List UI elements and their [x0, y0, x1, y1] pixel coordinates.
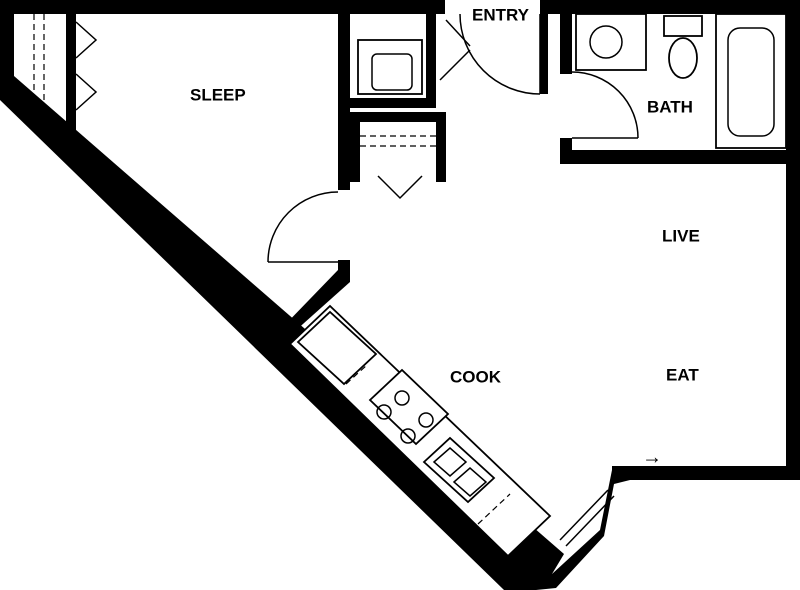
bath-fixtures: [575, 13, 787, 149]
entry-closet: [357, 39, 423, 95]
sleep-label: SLEEP: [190, 85, 246, 104]
closet-door: [439, 19, 471, 81]
closet-bifold-doors: [33, 14, 98, 134]
sliding-door: [559, 469, 772, 547]
arrow-icon: →: [642, 446, 662, 468]
entry-door: [459, 13, 541, 95]
cook-label: COOK: [450, 367, 502, 386]
live-label: LIVE: [662, 226, 700, 245]
entry-label: ENTRY: [472, 5, 530, 24]
bath-door: [571, 71, 639, 139]
pantry: [360, 135, 436, 200]
sleep-door: [267, 191, 339, 263]
kitchen-counter: [288, 304, 552, 558]
interior-walls: [280, 14, 800, 332]
eat-label: EAT: [666, 365, 699, 384]
bath-label: BATH: [647, 97, 693, 116]
